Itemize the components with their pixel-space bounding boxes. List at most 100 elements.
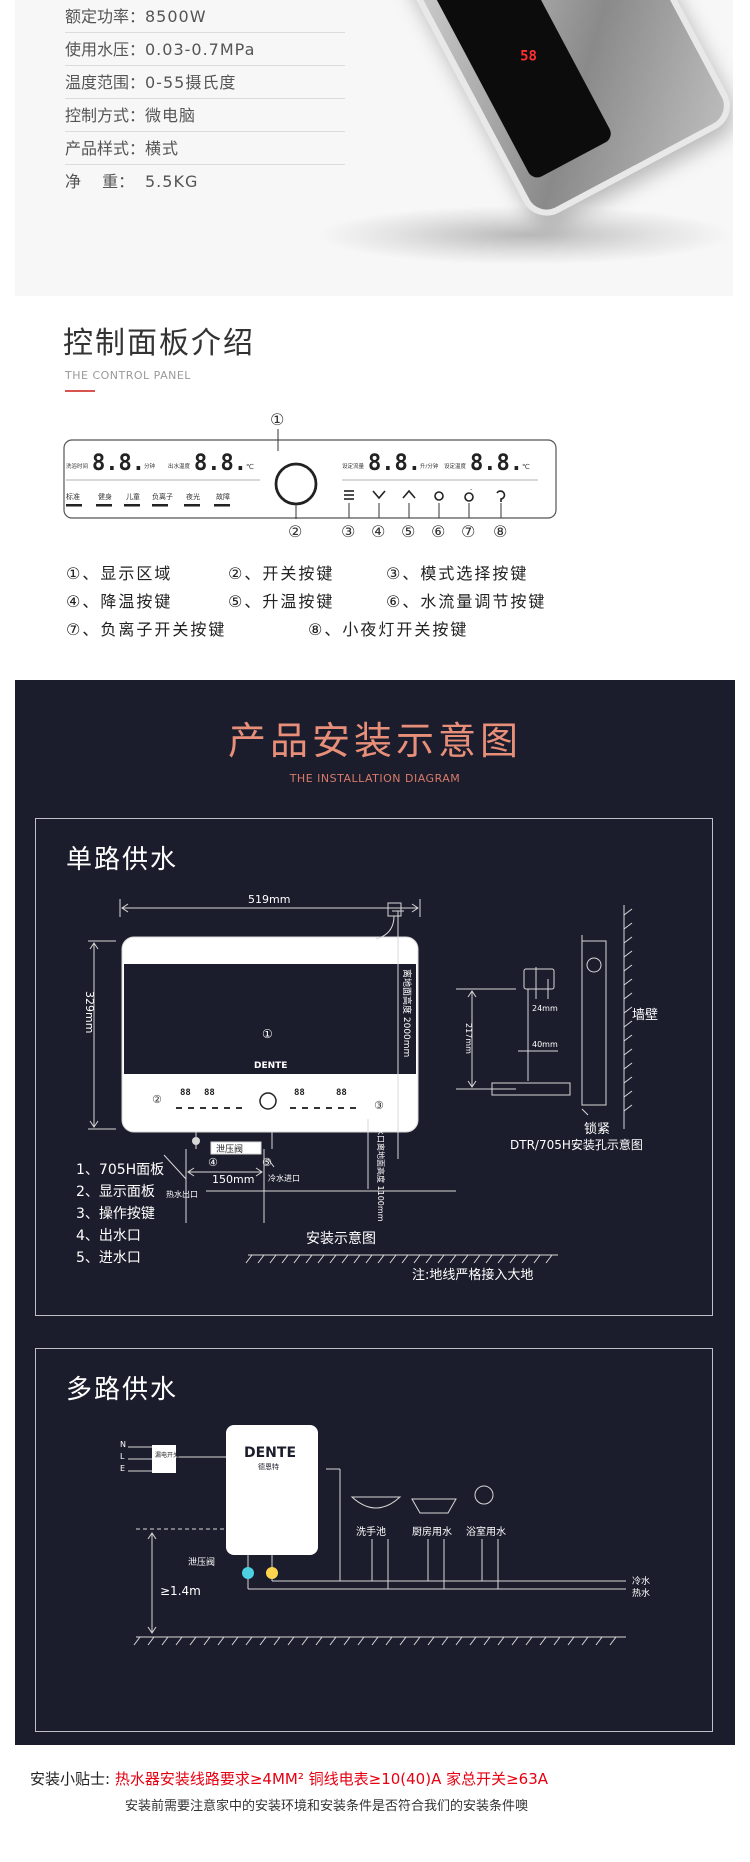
multi-supply-label: 多路供水 [66, 1375, 179, 1405]
mode-icon [344, 490, 354, 500]
wire-l: L [120, 1452, 125, 1461]
spec-row: 额定功率：8500W [65, 0, 345, 33]
legend-item: ②、开关按键 [228, 564, 335, 583]
wire-e: E [120, 1464, 125, 1473]
spec-row: 控制方式：微电脑 [65, 99, 345, 132]
width-dim: 519mm [248, 893, 290, 906]
legend-item: ⑥、水流量调节按键 [386, 592, 547, 611]
bath-label: 浴室用水 [466, 1525, 506, 1538]
part-item: 4、出水口 [76, 1228, 141, 1244]
outlet-temp-label: 出水温度 [168, 462, 191, 470]
celsius-unit-2: ℃ [522, 463, 530, 471]
flow-icon [434, 491, 444, 501]
kitchen-label: 厨房用水 [412, 1525, 452, 1538]
cold-inlet-label: 冷水进口 [268, 1173, 300, 1183]
cold-label: 冷水 [632, 1575, 650, 1587]
single-supply-diagram: 519mm 329mm ① DENTE ② 88 88 88 88 ③ [76, 893, 658, 1283]
marker-8: ⑧ [493, 522, 507, 541]
height-dim: 329mm [83, 991, 96, 1033]
legend-item: ④、降温按键 [66, 592, 173, 611]
installation-subtitle: THE INSTALLATION DIAGRAM [289, 772, 461, 785]
hole-dim-217: 217mm [464, 1023, 473, 1054]
switch-label: 漏电开关 [155, 1451, 179, 1459]
panel-outline [63, 439, 557, 519]
hole-dim-24: 24mm [532, 1004, 558, 1013]
hole-dim-40: 40mm [532, 1040, 558, 1049]
set-temp-label: 设定温度 [444, 462, 467, 470]
up-icon [402, 489, 416, 499]
cold-valve-icon [242, 1567, 254, 1579]
legend-item: ⑧、小夜灯开关按键 [308, 620, 469, 639]
spec-row: 使用水压：0.03-0.7MPa [65, 33, 345, 66]
outlet-temp-value: 8.8. [194, 451, 247, 476]
mode-child: 儿童 [126, 492, 140, 501]
mode-night: 夜光 [186, 492, 200, 501]
part-item: 1、705H面板 [76, 1162, 164, 1178]
celsius-unit: ℃ [246, 463, 254, 471]
marker-5: ⑤ [262, 1156, 272, 1169]
height-dim: ≥1.4m [160, 1584, 201, 1598]
multi-supply-box: 多路供水 N L E 漏电开关 DENTE 德恩特 [35, 1348, 713, 1732]
marker-6: ⑥ [431, 522, 445, 541]
relief-valve-label: 泄压阀 [216, 1143, 243, 1155]
tips-requirements: 热水器安装线路要求≥4MM² 铜线电表≥10(40)A 家总开关≥63A [114, 1770, 549, 1788]
install-tips: 安装小贴士: 热水器安装线路要求≥4MM² 铜线电表≥10(40)A 家总开关≥… [30, 1768, 730, 1789]
wash-time-label: 洗浴时间 [66, 462, 88, 470]
ground-note: 注:地线严格接入大地 [412, 1267, 533, 1283]
hole-caption: DTR/705H安装孔示意图 [510, 1137, 643, 1152]
part-item: 5、进水口 [76, 1250, 141, 1266]
mode-fault: 故障 [216, 492, 230, 501]
leakage-switch [152, 1445, 176, 1473]
marker-7: ⑦ [461, 522, 475, 541]
panel-power-button [259, 1092, 277, 1110]
legend-item: ③、模式选择按键 [386, 564, 529, 583]
wire-n: N [120, 1440, 126, 1449]
mode-standard: 标准 [66, 492, 80, 501]
install-caption: 安装示意图 [306, 1230, 376, 1247]
hot-label: 热水 [632, 1587, 650, 1599]
marker-2: ② [152, 1093, 162, 1106]
panel-digits: 88 [180, 1088, 191, 1098]
set-temp-value: 8.8. [470, 451, 523, 476]
installation-section: 产品安装示意图 THE INSTALLATION DIAGRAM 单路供水 51… [15, 680, 735, 1745]
title-accent-line [65, 390, 95, 392]
mode-anion: 负离子 [152, 492, 173, 501]
heater-brand: DENTE [254, 1061, 287, 1071]
part-item: 3、操作按键 [76, 1206, 155, 1222]
installation-title: 产品安装示意图 [227, 719, 522, 763]
spec-row: 温度范围：0-55摄氏度 [65, 66, 345, 99]
power-button [274, 462, 318, 506]
lamp-icon [496, 490, 506, 502]
multi-supply-diagram: N L E 漏电开关 DENTE 德恩特 [120, 1425, 650, 1646]
ground-height-dim: 离地面高度 2000mm [401, 969, 413, 1057]
hot-outlet-label: 热水出口 [166, 1189, 198, 1199]
lock-label: 锁紧 [584, 1121, 610, 1137]
flow-value: 8.8. [368, 451, 421, 476]
flow-unit: 升/分钟 [420, 462, 439, 470]
panel-digits: 88 [204, 1088, 215, 1098]
hot-valve-icon [266, 1567, 278, 1579]
marker-1: ① [262, 1027, 273, 1041]
panel-digits: 88 [336, 1088, 347, 1098]
heater-brand-cn: 德恩特 [258, 1462, 279, 1471]
single-supply-box: 单路供水 519mm 329mm ① DENTE ② 88 88 [35, 818, 713, 1316]
basin-label: 洗手池 [356, 1525, 386, 1538]
spec-row: 产品样式：横式 [65, 132, 345, 165]
marker-5: ⑤ [401, 522, 415, 541]
part-item: 2、显示面板 [76, 1184, 155, 1200]
marker-4: ④ [371, 522, 385, 541]
control-panel-title: 控制面板介绍 [63, 326, 255, 361]
spec-row: 净 重：5.5KG [65, 172, 199, 191]
control-panel-diagram: ① 洗浴时间 8.8. 分钟 出水温度 8.8. ℃ 标准 健身 儿童 负离子 … [63, 410, 557, 541]
wall-label: 墙壁 [632, 1008, 658, 1023]
marker-4: ④ [208, 1156, 218, 1169]
inlet-height-dim: 进水口离地面高度 1100mm [376, 1119, 386, 1222]
tips-label: 安装小贴士: [30, 1770, 111, 1788]
device-shadow [315, 205, 733, 265]
single-supply-label: 单路供水 [66, 845, 179, 875]
relief-valve-label: 泄压阀 [188, 1556, 215, 1568]
heater-front [124, 964, 416, 1074]
marker-3: ③ [374, 1099, 384, 1112]
marker-1: ① [270, 410, 284, 429]
legend-item: ⑤、升温按键 [228, 592, 335, 611]
